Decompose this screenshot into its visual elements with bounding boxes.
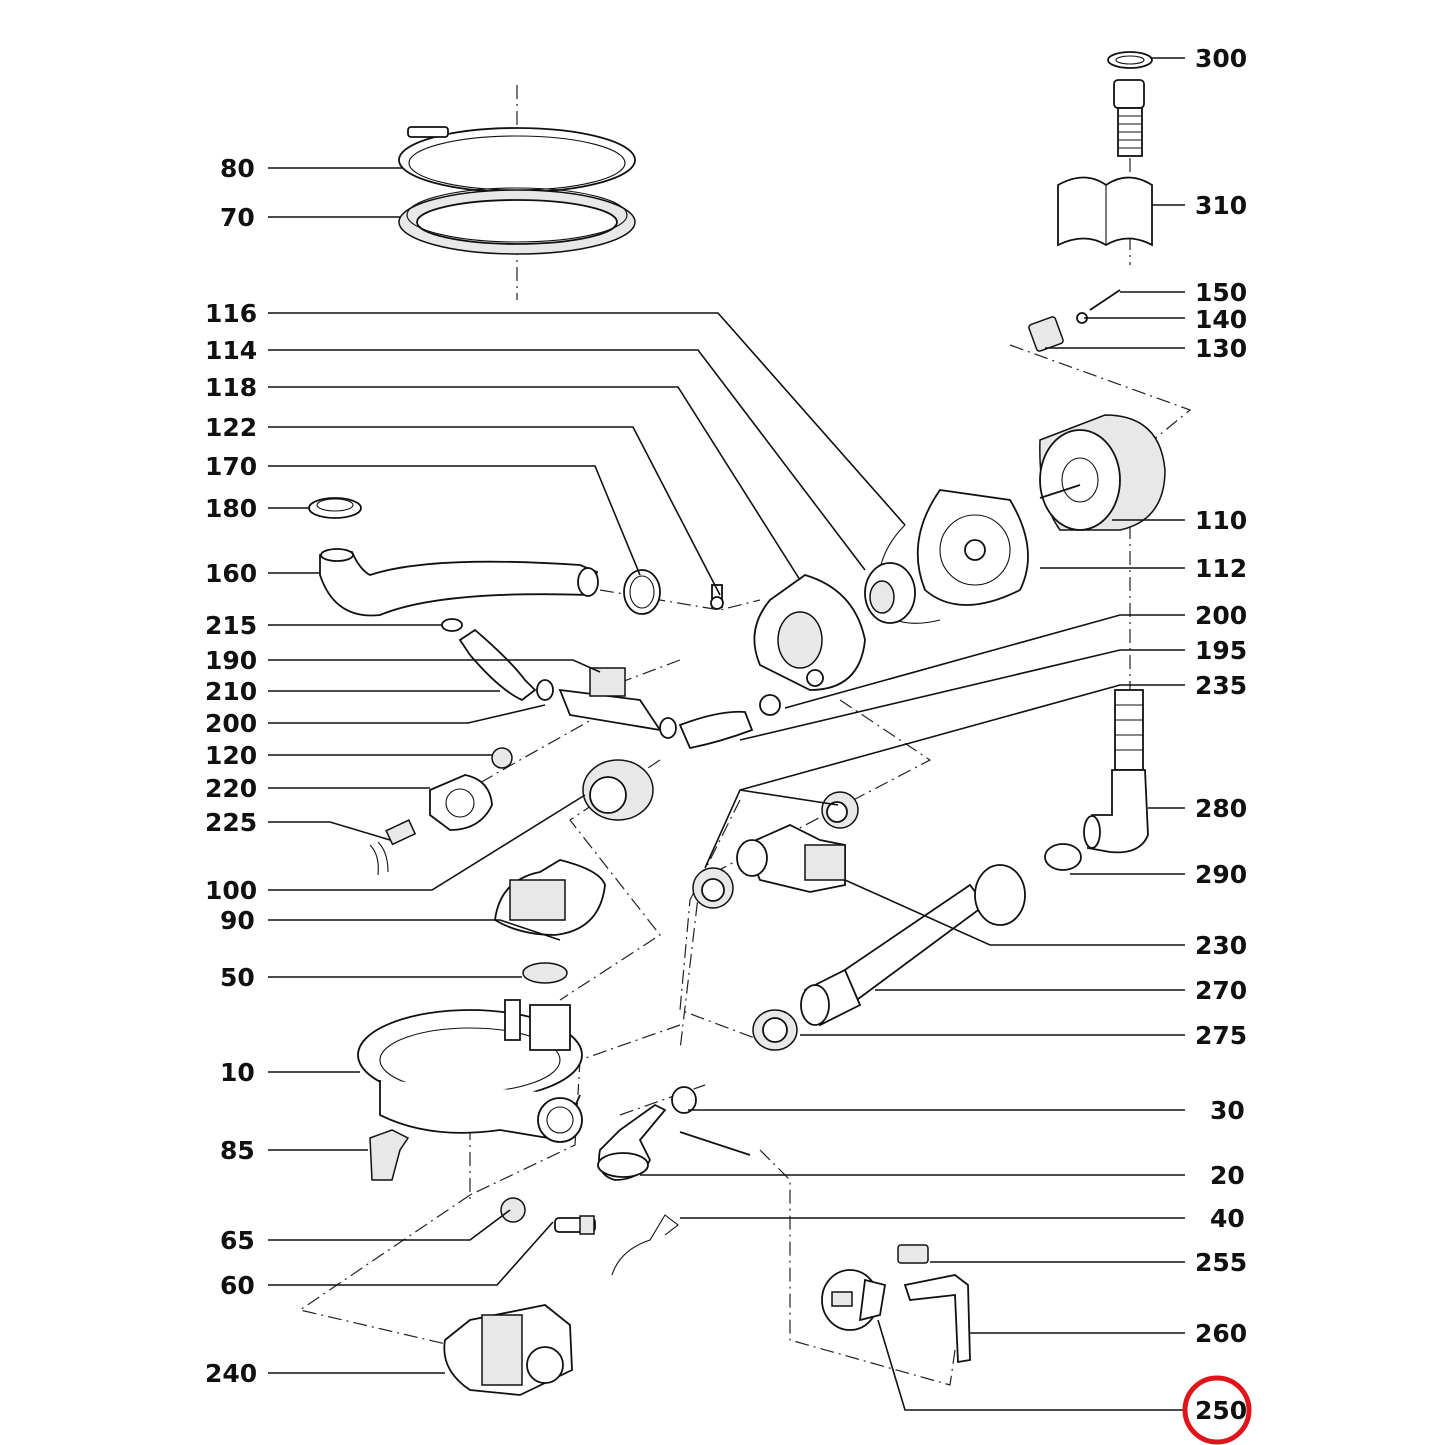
label-112: 112: [1195, 554, 1247, 583]
label-200-left: 200: [205, 709, 257, 738]
label-50: 50: [220, 963, 255, 992]
label-230: 230: [1195, 931, 1247, 960]
label-110: 110: [1195, 506, 1247, 535]
drain-part-20: [597, 1103, 667, 1181]
label-280: 280: [1195, 794, 1247, 823]
sump-10: [357, 999, 583, 1143]
label-235: 235: [1195, 671, 1247, 700]
part-number-labels: 300 310 150 140 130 110 112 200 195 235 …: [205, 44, 1247, 1425]
label-100: 100: [205, 876, 257, 905]
highlight-circle: [1182, 1375, 1252, 1445]
connector-255: [897, 1244, 929, 1264]
pressure-switch-220: [429, 774, 493, 831]
label-120: 120: [205, 741, 257, 770]
label-30: 30: [1210, 1096, 1245, 1125]
sensor-60: [554, 1215, 596, 1235]
label-65: 65: [220, 1226, 255, 1255]
bracket-85: [369, 1129, 410, 1181]
valve-230: [736, 824, 846, 893]
label-60: 60: [220, 1271, 255, 1300]
sensor-parts: [1028, 289, 1121, 352]
clamp-170: [623, 569, 661, 615]
label-290: 290: [1195, 860, 1247, 889]
hose-260: [903, 1274, 971, 1364]
label-310: 310: [1195, 191, 1247, 220]
label-260: 260: [1195, 1319, 1247, 1348]
label-160: 160: [205, 559, 257, 588]
hose-connector: [1113, 79, 1145, 157]
elbow-280: [1083, 689, 1149, 854]
plug-65: [500, 1197, 526, 1223]
label-215: 215: [205, 611, 257, 640]
ring-80: [398, 126, 636, 193]
label-250: 250: [1195, 1396, 1247, 1425]
label-85: 85: [220, 1136, 255, 1165]
clamp-290: [1044, 843, 1082, 871]
label-240: 240: [205, 1359, 257, 1388]
seal-100: [582, 759, 654, 821]
label-255: 255: [1195, 1248, 1247, 1277]
label-150: 150: [1195, 278, 1247, 307]
gasket-70: [398, 187, 636, 255]
label-195: 195: [1195, 636, 1247, 665]
label-140: 140: [1195, 305, 1247, 334]
label-210: 210: [205, 677, 257, 706]
pin-20: [679, 1131, 751, 1156]
hose-195: [678, 694, 781, 750]
label-90: 90: [220, 906, 255, 935]
label-116: 116: [205, 299, 257, 328]
label-70: 70: [220, 203, 255, 232]
label-190: 190: [205, 646, 257, 675]
impeller-114: [864, 524, 941, 624]
hose-clamp-300: [1107, 51, 1153, 69]
label-225: 225: [205, 808, 257, 837]
label-180: 180: [205, 494, 257, 523]
clamp-30: [671, 1086, 697, 1114]
drain-pipe-270: [800, 864, 1026, 1027]
hose-160: [319, 548, 599, 617]
pump-body-118: [753, 574, 866, 691]
spring-40: [611, 1214, 679, 1276]
label-200-right: 200: [1195, 601, 1247, 630]
screw-122: [710, 584, 724, 610]
label-270: 270: [1195, 976, 1247, 1005]
label-130: 130: [1195, 334, 1247, 363]
label-300: 300: [1195, 44, 1247, 73]
label-80: 80: [220, 154, 255, 183]
motor-240: [443, 1304, 573, 1396]
manifold-190: [536, 667, 677, 739]
sleeve-310: [1057, 176, 1153, 247]
drain-pump-250: [821, 1269, 887, 1331]
seal-235-bottom: [692, 867, 734, 909]
label-275: 275: [1195, 1021, 1247, 1050]
label-220: 220: [205, 774, 257, 803]
motor-110: [1039, 414, 1166, 531]
label-114: 114: [205, 336, 257, 365]
wire-225: [369, 819, 417, 876]
leader-lines: [268, 57, 1185, 1411]
filter-cover-90: [494, 859, 606, 936]
clamp-180: [308, 497, 362, 519]
label-40: 40: [1210, 1204, 1245, 1233]
valve-120: [491, 747, 513, 769]
bellows-275: [752, 1009, 798, 1051]
label-10: 10: [220, 1058, 255, 1087]
impeller-50: [522, 962, 568, 984]
label-118: 118: [205, 373, 257, 402]
pump-housing-112: [916, 489, 1029, 606]
label-122: 122: [205, 413, 257, 442]
seal-235-top: [821, 791, 859, 829]
label-20: 20: [1210, 1161, 1245, 1190]
label-170: 170: [205, 452, 257, 481]
